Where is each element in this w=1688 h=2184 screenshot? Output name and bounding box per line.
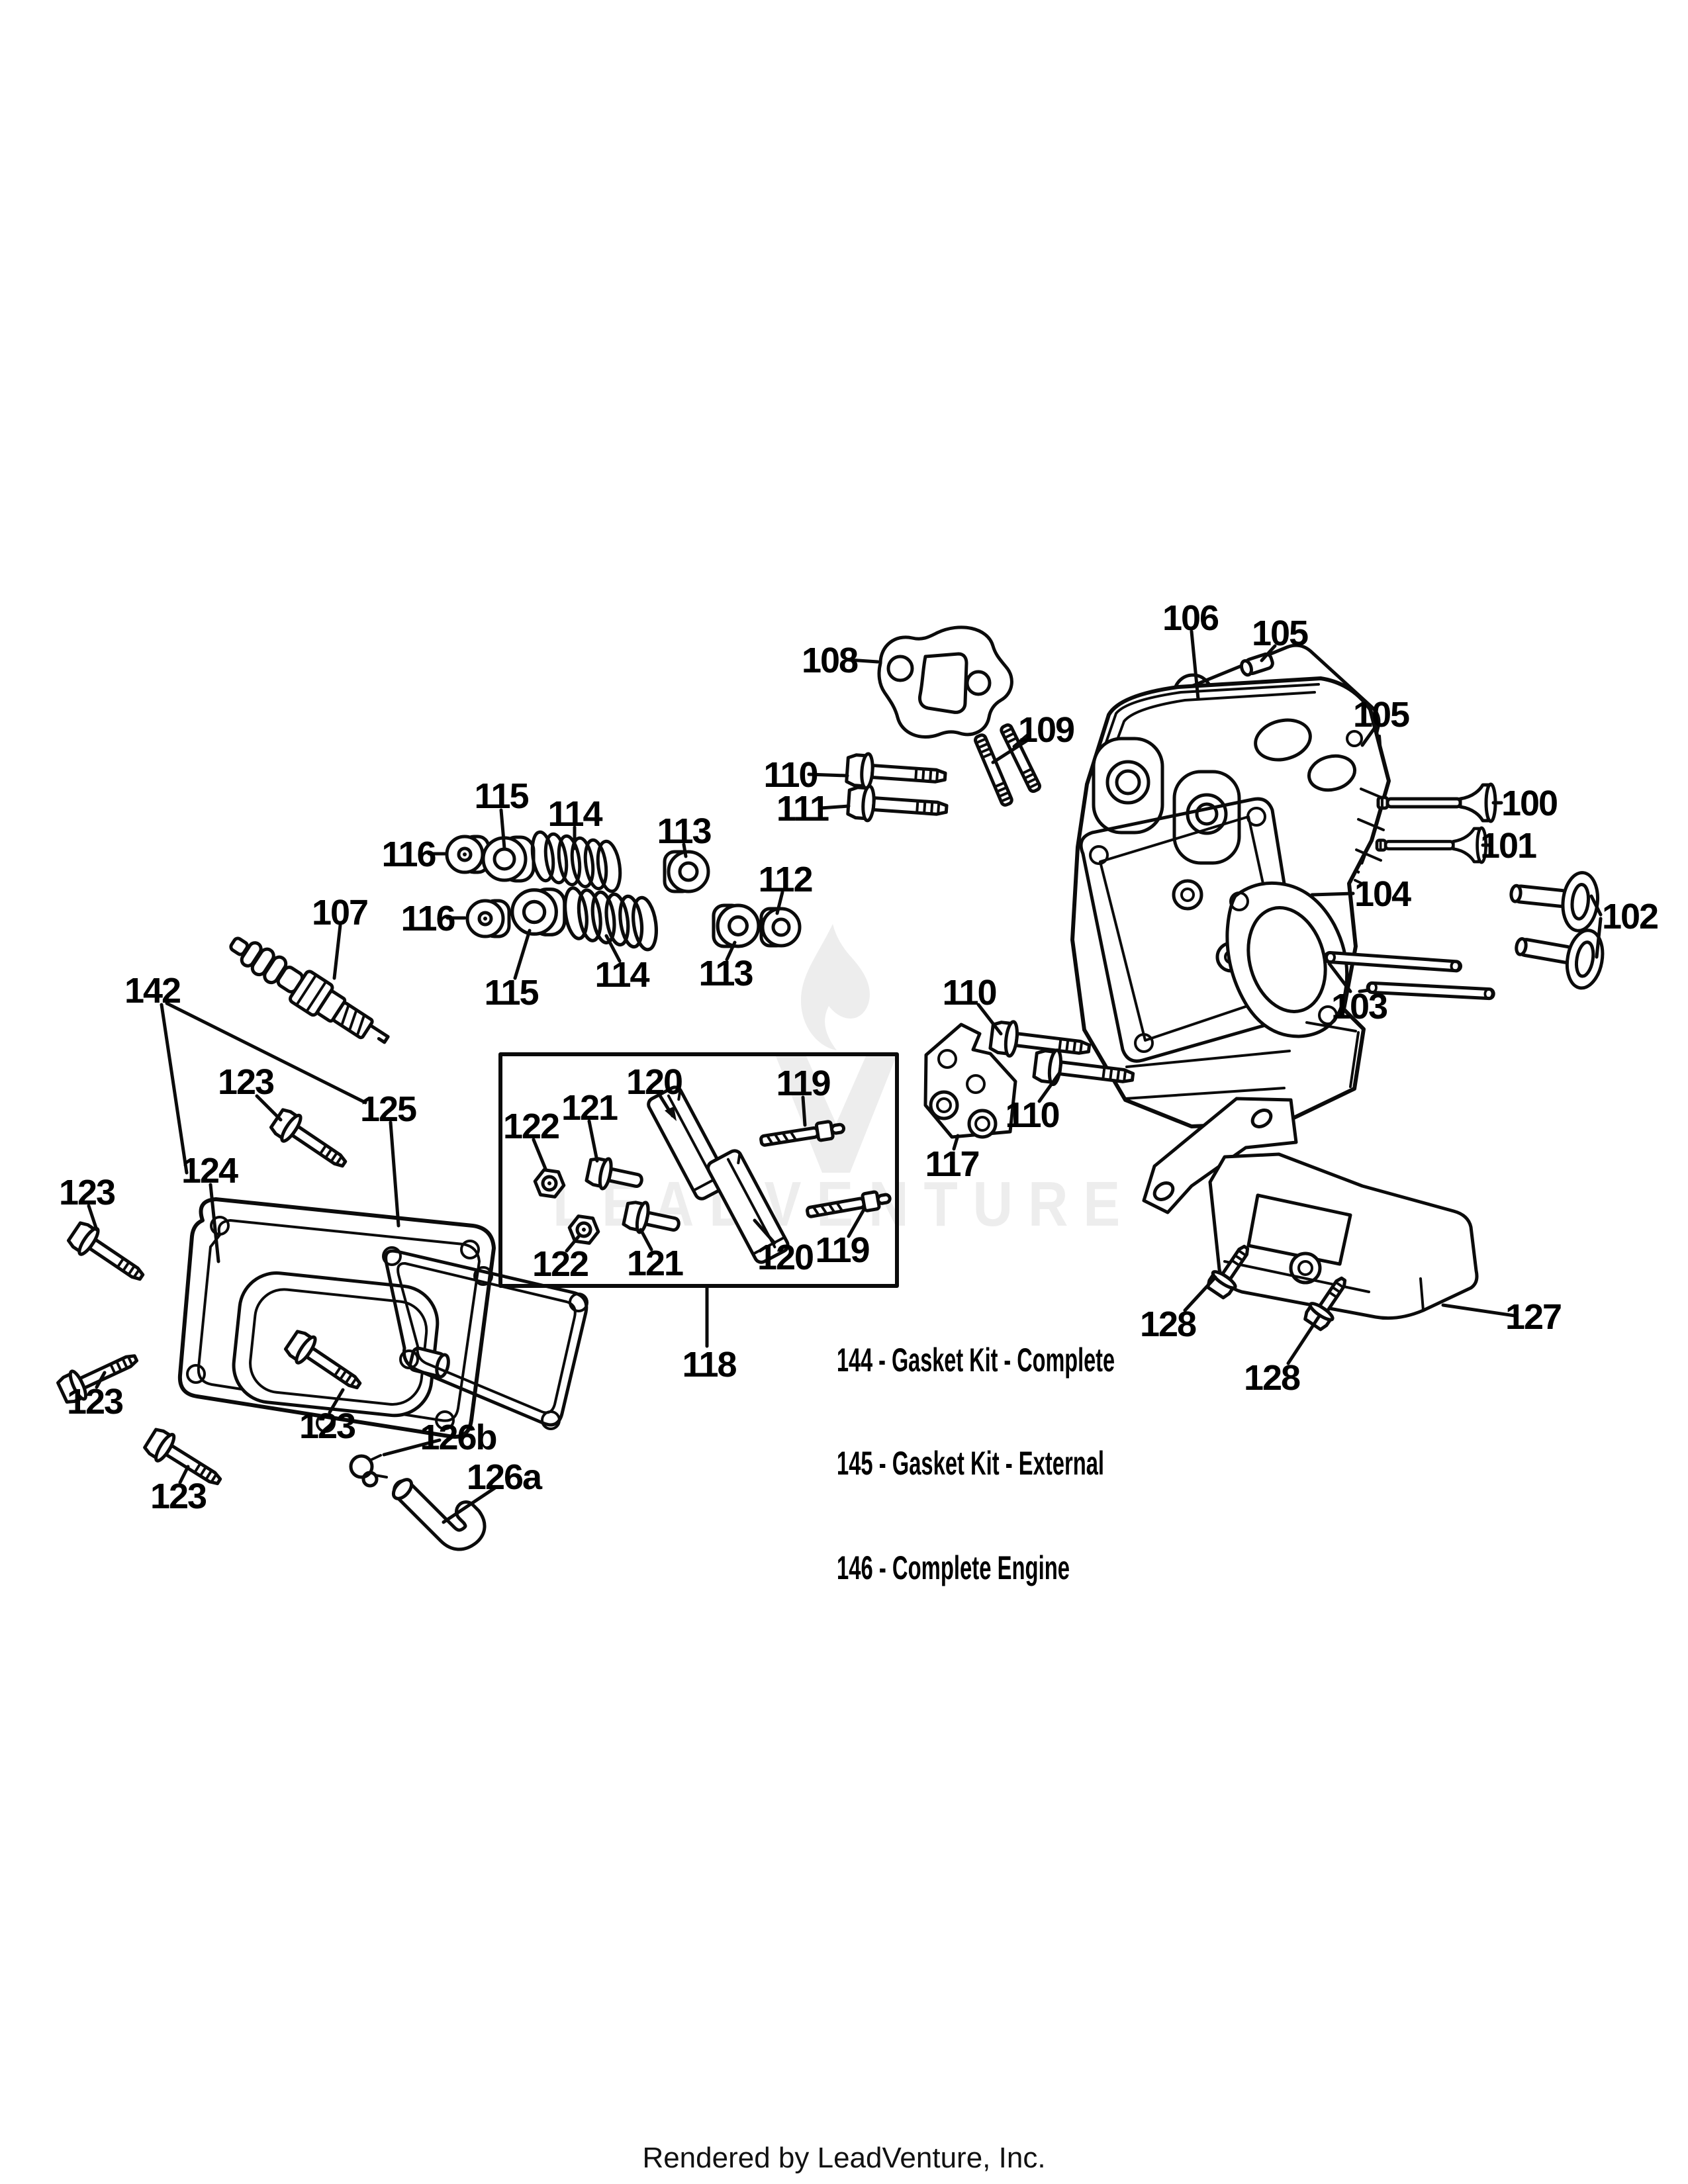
part-label-100: 100	[1501, 784, 1557, 823]
part-label-109: 109	[1018, 710, 1074, 750]
part-label-106: 106	[1162, 598, 1219, 638]
part-label-121: 121	[561, 1088, 618, 1128]
footer-credit: Rendered by LeadVenture, Inc.	[642, 2142, 1046, 2174]
part-label-105: 105	[1252, 614, 1308, 653]
part-label-102: 102	[1602, 897, 1658, 936]
part-label-114: 114	[594, 955, 649, 995]
part-label-120: 120	[626, 1062, 682, 1102]
part-label-103: 103	[1331, 987, 1387, 1026]
cover-gasket-125	[382, 1246, 588, 1430]
part-label-128: 128	[1140, 1304, 1196, 1344]
part-number-labels: 1001011021031041051051061071081091101101…	[59, 598, 1659, 1516]
part-label-113: 113	[698, 954, 753, 993]
part-label-123: 123	[59, 1173, 115, 1212]
clamp-126b	[349, 1454, 388, 1488]
part-label-119: 119	[815, 1230, 869, 1270]
studs-109	[974, 723, 1042, 807]
head-bolts-110-111	[846, 752, 947, 826]
part-label-123: 123	[150, 1477, 207, 1516]
part-label-104: 104	[1354, 874, 1411, 914]
part-label-123: 123	[67, 1382, 123, 1422]
part-label-105: 105	[1353, 695, 1409, 735]
part-label-107: 107	[312, 893, 367, 933]
valve-train-parts	[447, 831, 800, 951]
part-label-126a: 126a	[467, 1457, 543, 1497]
kit-note: 144 - Gasket Kit - Complete	[837, 1342, 1115, 1379]
part-label-114: 114	[547, 794, 602, 834]
bracket-127	[1142, 1097, 1479, 1320]
part-label-142: 142	[124, 971, 180, 1011]
part-label-124: 124	[181, 1151, 238, 1191]
part-label-128: 128	[1244, 1358, 1300, 1398]
part-label-110: 110	[1005, 1095, 1058, 1135]
part-label-127: 127	[1505, 1297, 1561, 1337]
v-logo-icon	[776, 1056, 896, 1173]
spark-plug-107	[229, 936, 390, 1044]
flame-logo-icon	[801, 924, 870, 1050]
part-label-115: 115	[474, 776, 528, 816]
part-label-101: 101	[1480, 826, 1536, 866]
kit-notes: 144 - Gasket Kit - Complete 145 - Gasket …	[837, 1342, 1115, 1586]
part-label-116: 116	[400, 899, 455, 938]
kit-note: 145 - Gasket Kit - External	[837, 1445, 1104, 1482]
leader-lines	[87, 629, 1603, 1524]
hardware-box-118	[498, 1052, 899, 1288]
rocker-pivots-102	[1508, 866, 1607, 991]
part-label-113: 113	[657, 811, 711, 851]
part-label-118: 118	[682, 1345, 736, 1385]
part-label-122: 122	[503, 1107, 559, 1146]
part-label-123: 123	[218, 1062, 274, 1102]
plate-117	[923, 1023, 1017, 1139]
part-label-121: 121	[627, 1244, 683, 1283]
part-label-122: 122	[532, 1244, 588, 1284]
part-label-126b: 126b	[420, 1418, 496, 1457]
part-label-117: 117	[925, 1144, 978, 1184]
part-label-115: 115	[484, 973, 538, 1013]
breather-tube-126a	[391, 1478, 487, 1551]
part-label-111: 111	[776, 789, 829, 829]
part-label-112: 112	[758, 860, 812, 899]
part-label-119: 119	[776, 1064, 830, 1103]
kit-note: 146 - Complete Engine	[837, 1549, 1070, 1586]
part-label-110: 110	[763, 755, 817, 795]
cylinder-head-104	[1070, 676, 1391, 1128]
valve-cover-124	[177, 1197, 496, 1439]
part-label-120: 120	[757, 1238, 813, 1277]
part-label-110: 110	[942, 973, 996, 1013]
part-label-108: 108	[802, 641, 858, 680]
part-label-125: 125	[360, 1089, 416, 1129]
part-label-116: 116	[381, 835, 436, 874]
exhaust-gasket-108	[877, 625, 1013, 739]
valves-100-101	[1377, 784, 1495, 862]
part-label-123: 123	[299, 1406, 355, 1446]
